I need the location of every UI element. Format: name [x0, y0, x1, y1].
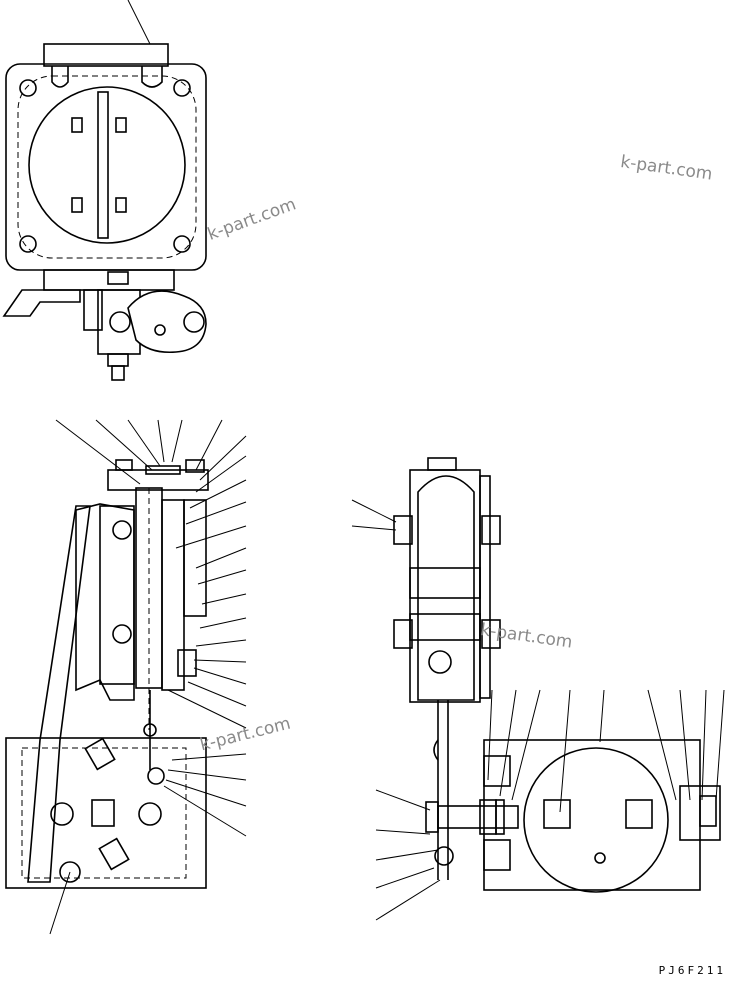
front-view — [2, 0, 207, 381]
side-section-view — [5, 419, 247, 935]
drawing-code: PJ6F211 — [658, 964, 726, 977]
rear-view — [351, 457, 725, 921]
